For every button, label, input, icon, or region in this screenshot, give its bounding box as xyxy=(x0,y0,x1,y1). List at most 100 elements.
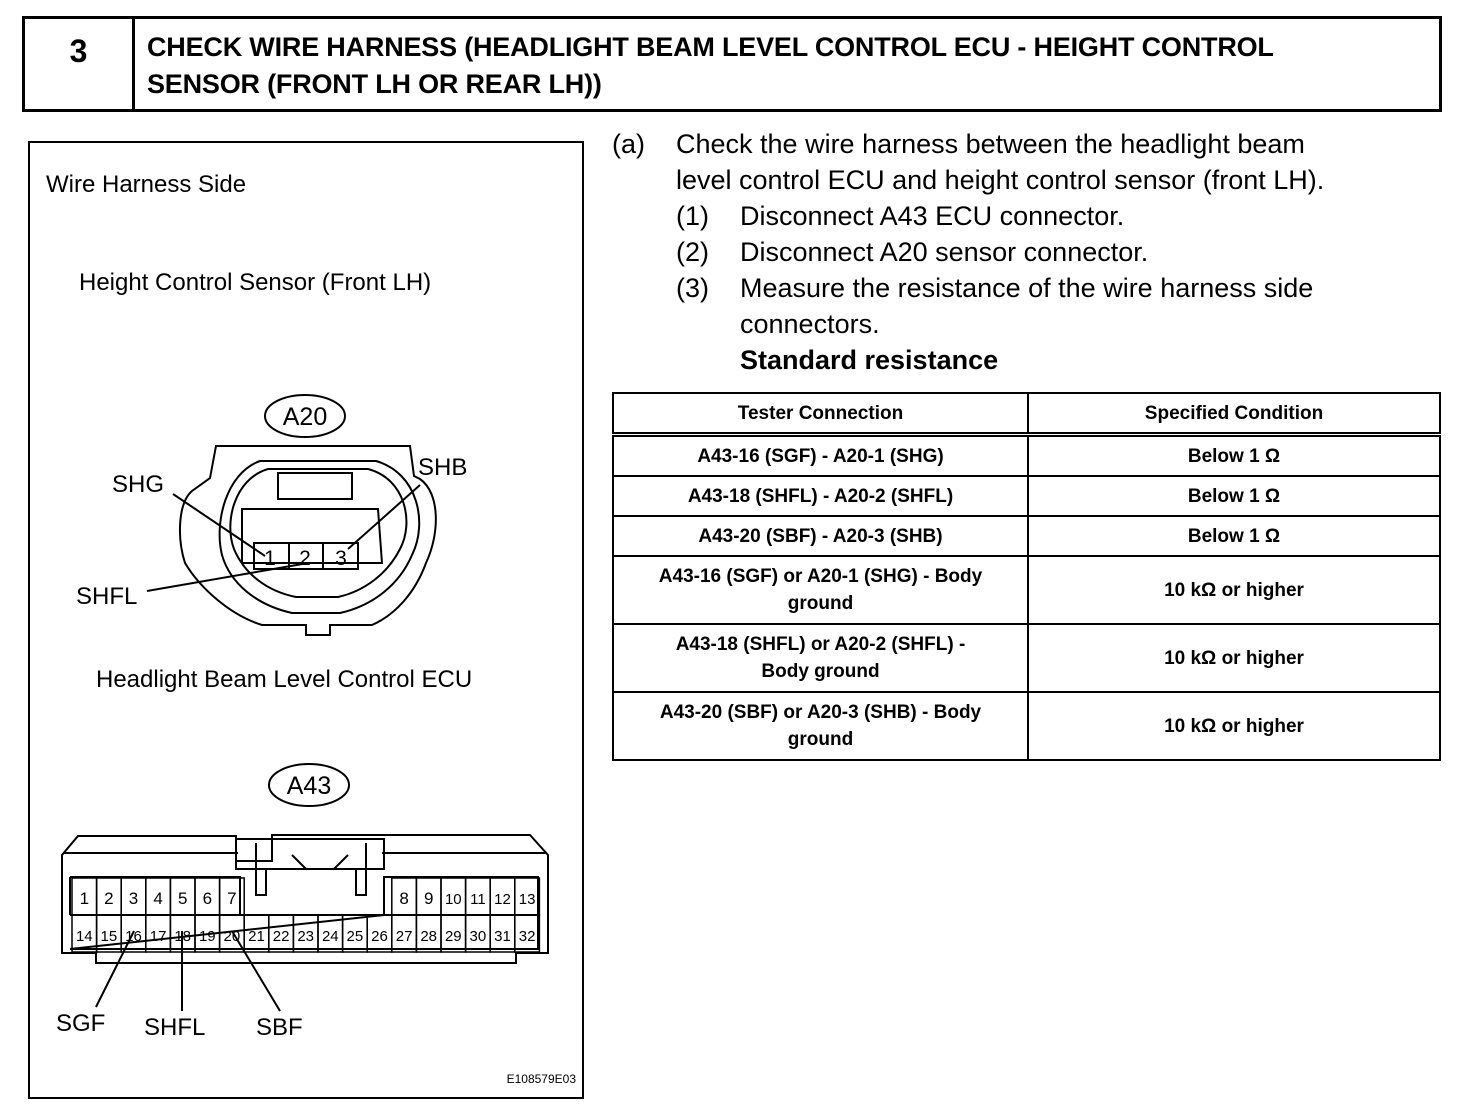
a43-pin-22: 22 xyxy=(273,928,290,945)
a43-pin-8: 8 xyxy=(399,889,408,908)
a20-pin-2: 2 xyxy=(299,547,311,570)
connection-line1: A43-18 (SHFL) or A20-2 (SHFL) - xyxy=(675,634,966,655)
a43-pin-1: 1 xyxy=(80,889,89,908)
connection-line1: A43-16 (SGF) or A20-1 (SHG) - Body xyxy=(658,566,983,587)
shfl-sensor-label: SHFL xyxy=(76,583,137,610)
a20-pin-1: 1 xyxy=(264,547,276,570)
table-row: A43-20 (SBF) - A20-3 (SHB) Below 1 Ω xyxy=(612,515,1441,557)
step-1-label: (1) xyxy=(676,201,709,231)
connector-diagram: Wire Harness Side Height Control Sensor … xyxy=(28,141,584,1099)
a43-pin-7: 7 xyxy=(227,889,236,908)
sensor-title: Height Control Sensor (Front LH) xyxy=(79,269,431,296)
a20-connector xyxy=(179,445,437,636)
a43-pin-23: 23 xyxy=(297,928,314,945)
step-title: CHECK WIRE HARNESS (HEADLIGHT BEAM LEVEL… xyxy=(135,19,1439,109)
a43-pin-32: 32 xyxy=(519,928,536,945)
a43-leaders xyxy=(95,930,281,1012)
sbf-label: SBF xyxy=(256,1014,303,1041)
wire-harness-side-label: Wire Harness Side xyxy=(46,171,246,198)
a43-pin-30: 30 xyxy=(470,928,487,945)
step-header: 3 CHECK WIRE HARNESS (HEADLIGHT BEAM LEV… xyxy=(22,16,1442,112)
shfl-ecu-label: SHFL xyxy=(144,1014,205,1041)
a43-pin-6: 6 xyxy=(203,889,212,908)
step-number: 3 xyxy=(25,19,135,109)
table-cell-condition: 10 kΩ or higher xyxy=(1027,623,1441,693)
connection-line2: Body ground xyxy=(761,661,880,682)
table-cell-connection: A43-20 (SBF) or A20-3 (SHB) - Body groun… xyxy=(612,691,1029,761)
instruction-a: (a) Check the wire harness between the h… xyxy=(612,126,1442,162)
connection-line2: ground xyxy=(787,593,854,614)
standard-resistance-heading: Standard resistance xyxy=(740,345,999,375)
table-row: A43-18 (SHFL) - A20-2 (SHFL) Below 1 Ω xyxy=(612,475,1441,517)
a43-pin-27: 27 xyxy=(396,928,413,945)
table-cell-connection: A43-20 (SBF) - A20-3 (SHB) xyxy=(612,515,1029,557)
col-tester-connection: Tester Connection xyxy=(612,392,1029,437)
step-2-label: (2) xyxy=(676,237,709,267)
table-row: A43-16 (SGF) - A20-1 (SHG) Below 1 Ω xyxy=(612,433,1441,477)
a43-pin-15: 15 xyxy=(101,928,118,945)
table-row: A43-18 (SHFL) or A20-2 (SHFL) - Body gro… xyxy=(612,623,1441,693)
table-cell-condition: Below 1 Ω xyxy=(1027,433,1441,477)
table-cell-connection: A43-18 (SHFL) - A20-2 (SHFL) xyxy=(612,475,1029,517)
step-1-text: Disconnect A43 ECU connector. xyxy=(740,201,1125,231)
col-specified-condition: Specified Condition xyxy=(1027,392,1441,437)
a43-pin-12: 12 xyxy=(494,891,511,908)
instruction-a-line1: Check the wire harness between the headl… xyxy=(676,129,1305,159)
a43-pin-10: 10 xyxy=(445,891,462,908)
shg-label: SHG xyxy=(112,471,164,498)
ecu-title: Headlight Beam Level Control ECU xyxy=(96,666,472,693)
resistance-table: Tester Connection Specified Condition A4… xyxy=(612,392,1441,761)
instructions: (a) Check the wire harness between the h… xyxy=(612,126,1442,378)
a20-leaders xyxy=(146,484,421,592)
a43-pin-11: 11 xyxy=(470,891,486,908)
a43-pin-4: 4 xyxy=(153,889,162,908)
table-row: A43-20 (SBF) or A20-3 (SHB) - Body groun… xyxy=(612,691,1441,761)
a43-pin-17: 17 xyxy=(150,928,167,945)
step-3-text: Measure the resistance of the wire harne… xyxy=(740,273,1314,303)
instruction-a-label: (a) xyxy=(612,129,645,159)
a43-pin-24: 24 xyxy=(322,928,339,945)
a43-pin-25: 25 xyxy=(347,928,364,945)
table-cell-condition: Below 1 Ω xyxy=(1027,475,1441,517)
instruction-step-3: (3) Measure the resistance of the wire h… xyxy=(612,270,1442,306)
table-row: A43-16 (SGF) or A20-1 (SHG) - Body groun… xyxy=(612,555,1441,625)
a43-pin-5: 5 xyxy=(178,889,187,908)
a43-pin-32-cell xyxy=(514,914,541,953)
a43-pin-28: 28 xyxy=(420,928,437,945)
figure-code: E108579E03 xyxy=(507,1072,577,1086)
table-cell-condition: 10 kΩ or higher xyxy=(1027,555,1441,625)
a43-pin-26: 26 xyxy=(371,928,388,945)
table-cell-condition: Below 1 Ω xyxy=(1027,515,1441,557)
shb-label: SHB xyxy=(418,454,467,481)
a43-pin-2: 2 xyxy=(104,889,113,908)
a43-pin-3: 3 xyxy=(129,889,138,908)
connection-line1: A43-20 (SBF) or A20-3 (SHB) - Body xyxy=(659,702,982,723)
a20-pin-3: 3 xyxy=(335,547,347,570)
a43-label: A43 xyxy=(287,772,331,800)
a43-pin-9: 9 xyxy=(424,889,433,908)
instruction-step-1: (1) Disconnect A43 ECU connector. xyxy=(612,198,1442,234)
a43-badge xyxy=(268,763,350,807)
a43-pin-20: 20 xyxy=(224,928,241,945)
table-cell-connection: A43-16 (SGF) or A20-1 (SHG) - Body groun… xyxy=(612,555,1029,625)
step-3-continuation: connectors. xyxy=(740,309,880,339)
table-cell-connection: A43-16 (SGF) - A20-1 (SHG) xyxy=(612,433,1029,477)
step-title-line1: CHECK WIRE HARNESS (HEADLIGHT BEAM LEVEL… xyxy=(147,32,1274,62)
instruction-step-2: (2) Disconnect A20 sensor connector. xyxy=(612,234,1442,270)
a43-pin-13: 13 xyxy=(519,891,536,908)
a20-label: A20 xyxy=(283,403,327,431)
connector-illustration: Wire Harness Side Height Control Sensor … xyxy=(46,171,577,1086)
a43-pin-19: 19 xyxy=(199,928,216,945)
step-title-line2: SENSOR (FRONT LH OR REAR LH)) xyxy=(147,69,602,99)
a20-badge xyxy=(264,394,346,438)
sgf-label: SGF xyxy=(56,1010,105,1037)
instruction-a-line2: level control ECU and height control sen… xyxy=(676,165,1325,195)
table-cell-condition: 10 kΩ or higher xyxy=(1027,691,1441,761)
a43-pin-14: 14 xyxy=(76,928,93,945)
table-cell-connection: A43-18 (SHFL) or A20-2 (SHFL) - Body gro… xyxy=(612,623,1029,693)
a43-pin-29: 29 xyxy=(445,928,462,945)
table-header-row: Tester Connection Specified Condition xyxy=(612,392,1441,437)
step-2-text: Disconnect A20 sensor connector. xyxy=(740,237,1149,267)
a43-pin-31: 31 xyxy=(494,928,511,945)
